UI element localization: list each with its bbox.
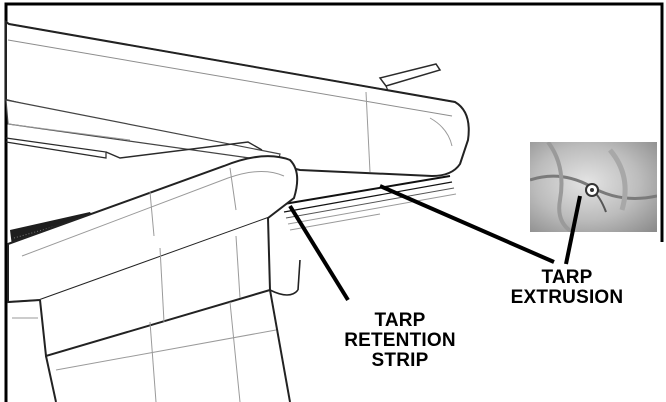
tarp-retention-label-line1: TARP [374, 310, 426, 331]
tarp-retention-strip-label: TARP RETENTION STRIP [320, 311, 480, 371]
tarp-extrusion-label-line2: EXTRUSION [510, 287, 624, 308]
leader-line-extrusion [379, 184, 555, 264]
tarp-extrusion-label-line1: TARP [541, 267, 593, 288]
tarp-extrusion-strip [283, 175, 457, 231]
extrusion-photo-inset [530, 142, 657, 232]
front-retention-block [7, 155, 301, 358]
tarp-extrusion-label: TARP EXTRUSION [492, 268, 642, 308]
leader-line-photo [564, 195, 582, 265]
upper-bow-rail [5, 20, 470, 178]
inner-panel [5, 99, 281, 163]
lower-post [45, 289, 291, 402]
tarp-retention-label-line3: STRIP [371, 350, 429, 371]
tarp-retention-label-line2: RETENTION [344, 330, 456, 351]
leader-line-retention [288, 204, 350, 302]
leader-lines [288, 184, 582, 302]
figure-border [4, 2, 664, 402]
